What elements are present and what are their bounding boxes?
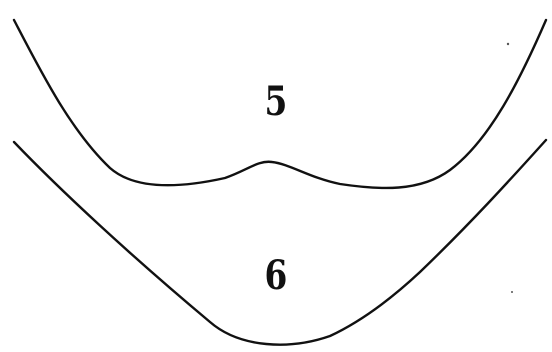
speck-mark xyxy=(506,42,510,46)
outline-6-label: 6 xyxy=(264,252,288,299)
outline-5-curve xyxy=(12,18,548,190)
speck-mark xyxy=(511,291,513,293)
outline-6-curve xyxy=(12,138,548,346)
outline-5-label: 5 xyxy=(264,78,288,125)
